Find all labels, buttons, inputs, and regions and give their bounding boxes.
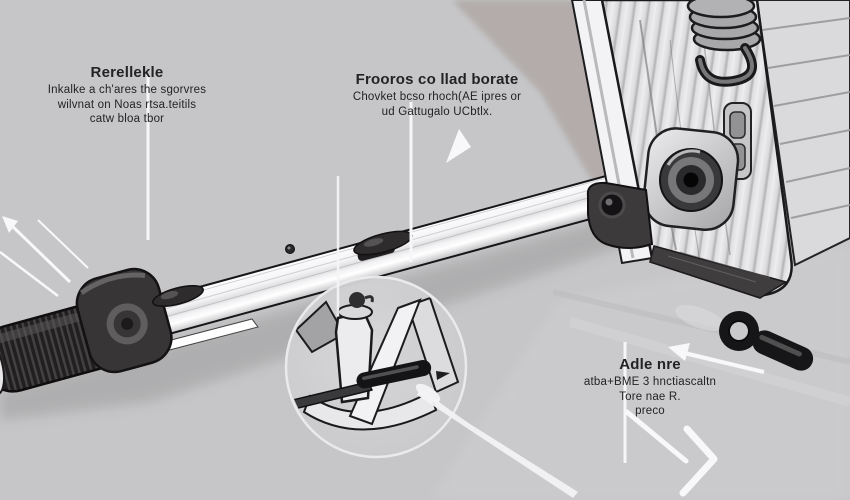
key-tool bbox=[719, 311, 814, 371]
callout-3-line: atba+BME 3 hnctiascaltn bbox=[583, 376, 717, 388]
callout-block-1: Rerellekle Inkalke a ch'ares the sgorvre… bbox=[18, 64, 236, 127]
spring-coil bbox=[686, 0, 762, 52]
callout-block-2: Frooros co llad borate Chovket bcso rhoc… bbox=[326, 71, 548, 119]
rod-clip bbox=[353, 230, 413, 261]
floor-area bbox=[430, 245, 850, 500]
callout-graphics bbox=[0, 74, 765, 498]
rod-clip bbox=[152, 285, 204, 307]
callout-1-title: Rerellekle bbox=[90, 64, 164, 81]
handle-end-cap bbox=[0, 333, 6, 396]
tool-ghost-highlight bbox=[675, 305, 725, 331]
callout-1-line: Inkalke a ch'ares the sgorvres bbox=[47, 84, 207, 96]
down-right-chevron-icon bbox=[624, 409, 718, 497]
spring-hook bbox=[695, 43, 757, 87]
down-left-arrowhead-icon bbox=[446, 129, 471, 163]
floor-line bbox=[568, 317, 850, 407]
callout-2-line: Chovket bcso rhoch(AE ipres or bbox=[352, 91, 522, 103]
clamp-collar bbox=[75, 267, 173, 374]
callout-2-title: Frooros co llad borate bbox=[355, 71, 519, 88]
knurled-handle bbox=[0, 267, 173, 396]
pen-tool bbox=[288, 359, 450, 413]
callout-3-line: preco bbox=[635, 405, 665, 417]
door-knob bbox=[642, 127, 740, 232]
latch-bracket bbox=[586, 181, 654, 249]
callout-1-line: catw bloa tbor bbox=[89, 113, 165, 125]
callout-block-3: Adle nre atba+BME 3 hnctiascaltn Tore na… bbox=[540, 356, 760, 419]
callout-2-line: ud Gattugalo UCbtlx. bbox=[381, 105, 493, 118]
plank-lines bbox=[761, 17, 850, 219]
up-left-arrowhead-icon bbox=[2, 216, 18, 233]
magnified-latch-detail bbox=[288, 292, 460, 431]
inset-leader bbox=[415, 383, 578, 498]
callout-3-line: Tore nae R. bbox=[619, 390, 681, 403]
callout-3-title: Adle nre bbox=[619, 356, 681, 373]
callout-1-line: wilvnat on Noas rtsa.teitils bbox=[57, 98, 197, 111]
left-arrow-icon bbox=[668, 343, 765, 374]
up-left-arrows bbox=[0, 219, 89, 297]
magnifier-circle bbox=[284, 275, 468, 459]
